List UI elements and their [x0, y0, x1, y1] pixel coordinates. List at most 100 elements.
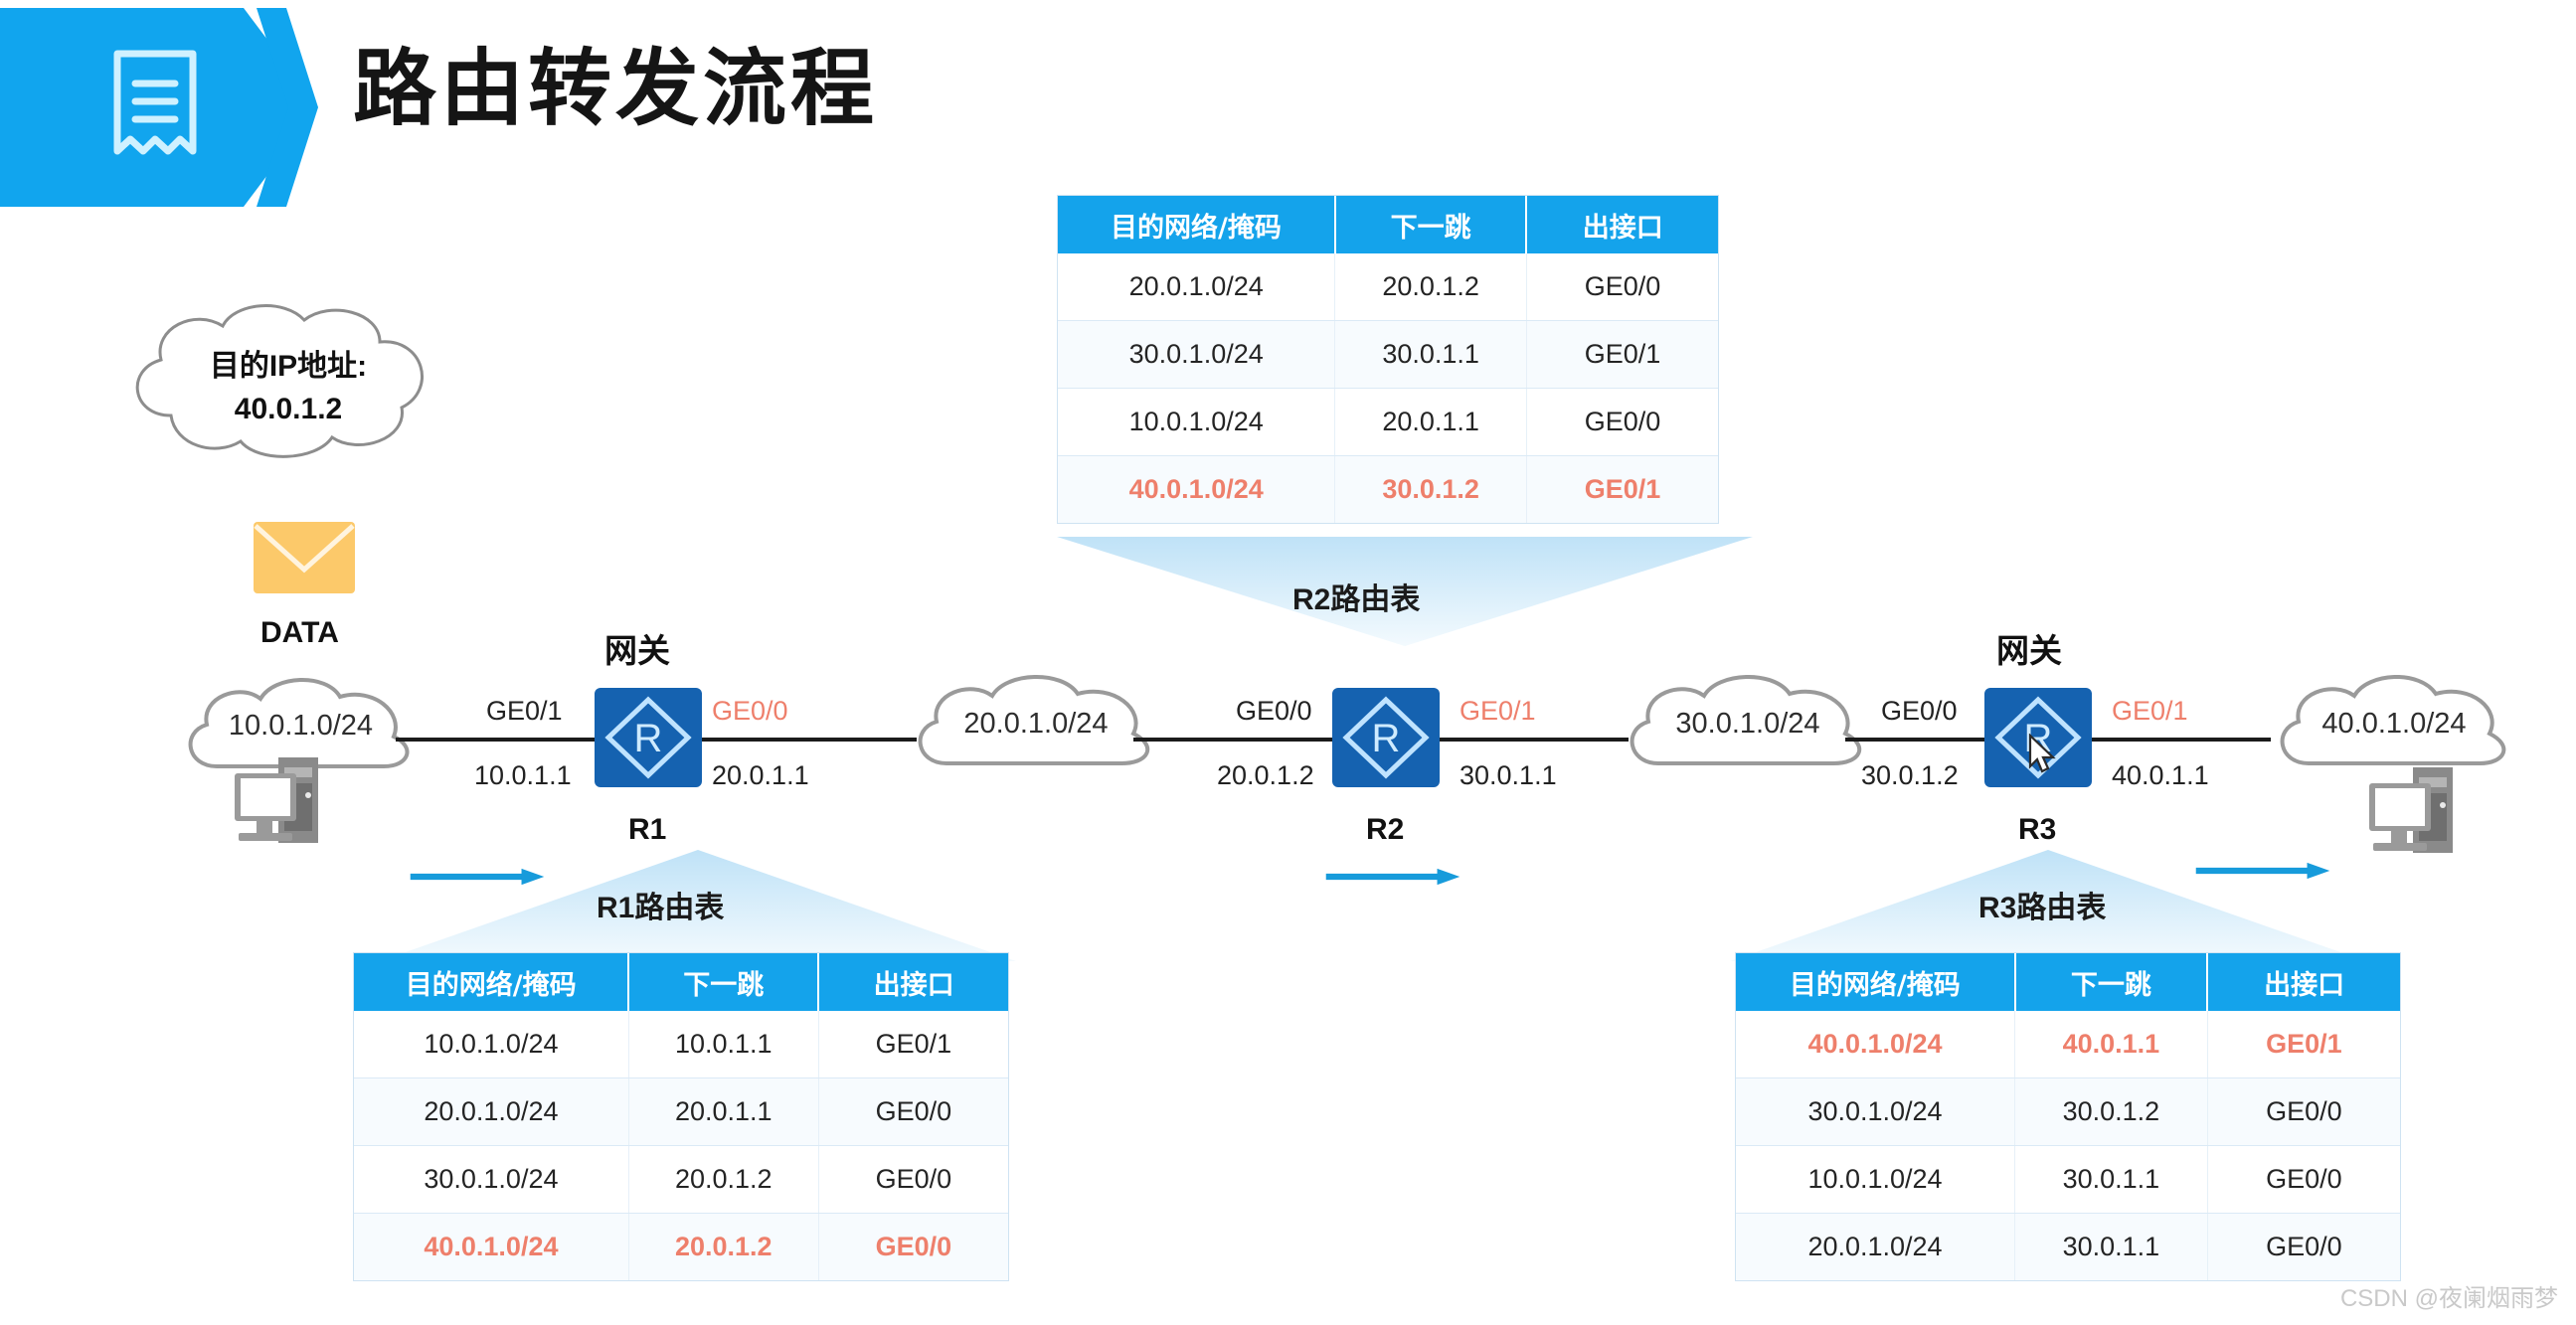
cell-iface: GE0/0	[818, 1145, 1008, 1214]
r1-col-iface: 出接口	[818, 953, 1008, 1011]
r3-left-iface: GE0/0	[1881, 696, 1958, 726]
cell-nexthop: 20.0.1.2	[628, 1145, 819, 1214]
cell-nexthop: 30.0.1.1	[2014, 1145, 2208, 1214]
r3-right-iface: GE0/1	[2112, 696, 2188, 726]
table-row-highlighted[interactable]: 40.0.1.0/24 30.0.1.2 GE0/1	[1058, 455, 1718, 523]
cell-nexthop: 20.0.1.2	[628, 1213, 819, 1280]
router-r1[interactable]: R	[595, 688, 702, 787]
cell-nexthop: 30.0.1.1	[2014, 1213, 2208, 1280]
svg-text:R: R	[634, 717, 663, 760]
r1-left-ip: 10.0.1.1	[474, 760, 572, 790]
cloud-40-label: 40.0.1.0/24	[2321, 707, 2467, 740]
r1-col-nexthop: 下一跳	[628, 953, 820, 1011]
r3-col-dest: 目的网络/掩码	[1736, 953, 2016, 1011]
cell-iface: GE0/1	[1526, 320, 1718, 389]
cell-nexthop: 20.0.1.1	[628, 1077, 819, 1146]
link-cloud10-r1	[396, 738, 595, 742]
pc-icon-right	[2369, 767, 2453, 853]
table-row[interactable]: 30.0.1.0/24 30.0.1.1 GE0/1	[1058, 320, 1718, 389]
router-r2[interactable]: R	[1332, 688, 1440, 787]
watermark: CSDN @夜阑烟雨梦	[2339, 1285, 2558, 1312]
cell-dest: 20.0.1.0/24	[1058, 253, 1336, 321]
r3-col-iface: 出接口	[2207, 953, 2400, 1011]
link-cloud20-r2	[1133, 738, 1332, 742]
cell-nexthop: 20.0.1.1	[1334, 388, 1527, 456]
cell-dest: 40.0.1.0/24	[1736, 1011, 2016, 1078]
cell-dest: 30.0.1.0/24	[1736, 1077, 2016, 1146]
r2-table-caption: R2路由表	[1292, 583, 1421, 616]
banner-background	[0, 8, 318, 207]
link-r3-cloud40	[2092, 738, 2271, 742]
routing-table-r3: 目的网络/掩码 下一跳 出接口 40.0.1.0/24 40.0.1.1 GE0…	[1735, 952, 2401, 1281]
cloud-30-label: 30.0.1.0/24	[1675, 707, 1820, 740]
routing-table-r2: 目的网络/掩码 下一跳 出接口 20.0.1.0/24 20.0.1.2 GE0…	[1057, 195, 1719, 524]
cell-iface: GE0/0	[818, 1077, 1008, 1146]
cell-iface: GE0/0	[1526, 388, 1718, 456]
link-r1-cloud20	[702, 738, 917, 742]
r3-right-ip: 40.0.1.1	[2112, 760, 2209, 790]
cell-iface: GE0/0	[2207, 1145, 2400, 1214]
table-row-highlighted[interactable]: 40.0.1.0/24 20.0.1.2 GE0/0	[354, 1213, 1008, 1280]
r1-right-ip: 20.0.1.1	[712, 760, 809, 790]
cell-dest: 10.0.1.0/24	[354, 1011, 629, 1078]
cell-dest: 20.0.1.0/24	[354, 1077, 629, 1146]
cell-dest: 30.0.1.0/24	[354, 1145, 629, 1214]
flow-arrow-1	[410, 868, 545, 886]
r2-col-iface: 出接口	[1526, 196, 1718, 253]
r2-col-dest: 目的网络/掩码	[1058, 196, 1336, 253]
cloud-20-label: 20.0.1.0/24	[963, 707, 1109, 740]
cell-nexthop: 10.0.1.1	[628, 1011, 819, 1078]
mouse-cursor-icon	[2028, 734, 2056, 773]
cell-dest: 10.0.1.0/24	[1736, 1145, 2016, 1214]
cloud-dest-ip-label: 目的IP地址:	[209, 349, 368, 383]
routing-table-r1: 目的网络/掩码 下一跳 出接口 10.0.1.0/24 10.0.1.1 GE0…	[353, 952, 1009, 1281]
table-row[interactable]: 30.0.1.0/24 30.0.1.2 GE0/0	[1736, 1077, 2400, 1146]
r2-left-iface: GE0/0	[1236, 696, 1312, 726]
r2-col-nexthop: 下一跳	[1334, 196, 1528, 253]
table-row[interactable]: 10.0.1.0/24 10.0.1.1 GE0/1	[354, 1011, 1008, 1078]
cell-iface: GE0/1	[1526, 455, 1718, 523]
cell-nexthop: 30.0.1.2	[1334, 455, 1527, 523]
r1-col-dest: 目的网络/掩码	[354, 953, 630, 1011]
r2-name: R2	[1366, 813, 1405, 846]
cloud-40: 40.0.1.0/24	[2269, 668, 2519, 779]
link-cloud30-r3	[1845, 738, 2014, 742]
r3-gateway-label: 网关	[1996, 632, 2062, 669]
table-row[interactable]: 20.0.1.0/24 20.0.1.2 GE0/0	[1058, 253, 1718, 321]
r1-name: R1	[628, 813, 667, 846]
cell-iface: GE0/0	[818, 1213, 1008, 1280]
cell-dest: 10.0.1.0/24	[1058, 388, 1336, 456]
flow-arrow-3	[2195, 862, 2330, 880]
callout-triangle-r2	[1057, 537, 1753, 646]
cloud-30: 30.0.1.0/24	[1619, 668, 1877, 779]
r2-left-ip: 20.0.1.2	[1217, 760, 1314, 790]
table-row[interactable]: 30.0.1.0/24 20.0.1.2 GE0/0	[354, 1145, 1008, 1214]
header-banner	[0, 8, 318, 207]
table-row[interactable]: 20.0.1.0/24 30.0.1.1 GE0/0	[1736, 1213, 2400, 1280]
r3-left-ip: 30.0.1.2	[1861, 760, 1959, 790]
flow-arrow-2	[1325, 868, 1460, 886]
cell-dest: 30.0.1.0/24	[1058, 320, 1336, 389]
callout-triangle-r3	[1730, 850, 2366, 961]
table-row[interactable]: 10.0.1.0/24 30.0.1.1 GE0/0	[1736, 1145, 2400, 1214]
cell-iface: GE0/0	[2207, 1077, 2400, 1146]
r3-name: R3	[2018, 813, 2057, 846]
table-row-highlighted[interactable]: 40.0.1.0/24 40.0.1.1 GE0/1	[1736, 1011, 2400, 1078]
destination-ip-cloud: 目的IP地址: 40.0.1.2	[109, 298, 467, 477]
r1-gateway-label: 网关	[604, 632, 670, 669]
pc-icon-left	[235, 757, 318, 843]
cell-nexthop: 20.0.1.2	[1334, 253, 1527, 321]
r1-table-caption: R1路由表	[597, 892, 725, 924]
table-row[interactable]: 20.0.1.0/24 20.0.1.1 GE0/0	[354, 1077, 1008, 1146]
cell-iface: GE0/1	[2207, 1011, 2400, 1078]
svg-text:R: R	[1372, 717, 1401, 760]
table-row[interactable]: 10.0.1.0/24 20.0.1.1 GE0/0	[1058, 388, 1718, 456]
cell-nexthop: 40.0.1.1	[2014, 1011, 2208, 1078]
envelope-icon	[254, 522, 355, 593]
cloud-10-label: 10.0.1.0/24	[228, 709, 374, 742]
cloud-10: 10.0.1.0/24	[179, 671, 423, 780]
r2-right-ip: 30.0.1.1	[1460, 760, 1557, 790]
r1-right-iface: GE0/0	[712, 696, 788, 726]
cell-iface: GE0/1	[818, 1011, 1008, 1078]
cell-dest: 40.0.1.0/24	[354, 1213, 629, 1280]
